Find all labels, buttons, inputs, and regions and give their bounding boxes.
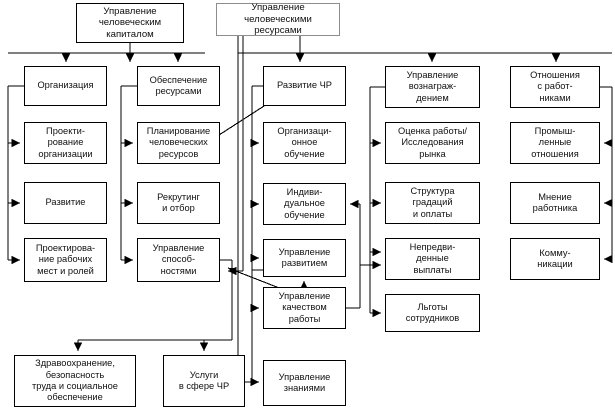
node-razvitie-chr: Развитие ЧР	[263, 66, 346, 106]
node-label: Развитие ЧР	[277, 80, 332, 91]
node-label: Планирование человеческих ресурсов	[146, 125, 211, 159]
node-label: Отношения с работ- никами	[530, 69, 580, 103]
node-proektirovanie-rabochih-mest: Проектирова- ние рабочих мест и ролей	[24, 238, 107, 282]
node-label: Индиви- дуальное обучение	[284, 186, 325, 220]
node-label: Управление вознаграж- дением	[406, 69, 459, 103]
node-kommunikacii: Комму- никации	[510, 238, 600, 280]
node-label: Промыш- ленные отношения	[531, 125, 579, 159]
node-label: Здравоохранение, безопасность труда и со…	[32, 358, 118, 403]
node-proektirovanie-organizacii: Проекти- рование организации	[24, 122, 107, 164]
node-individualnoe-obuchenie: Индиви- дуальное обучение	[263, 183, 346, 225]
node-label: Непредви- денные выплаты	[409, 241, 456, 275]
node-label: Обеспечение ресурсами	[149, 74, 208, 96]
node-struktura-gradacij: Структура градаций и оплаты	[385, 182, 480, 224]
node-organizacionnoe-obuchenie: Организаци- онное обучение	[263, 122, 346, 164]
node-label: Развитие	[45, 197, 86, 208]
node-upravlenie-voznagrazhdeniem: Управление вознаграж- дением	[385, 66, 480, 108]
node-label: Управление человеческим капиталом	[98, 5, 162, 40]
node-label: Оценка работы/ Исследования рынка	[398, 125, 467, 159]
node-zdravoohranenie: Здравоохранение, безопасность труда и со…	[14, 355, 136, 407]
node-label: Управление способ- ностями	[152, 242, 205, 276]
node-label: Структура градаций и оплаты	[410, 185, 455, 219]
node-upravlenie-razvitiem: Управление развитием	[263, 239, 346, 277]
node-label: Управление качеством работы	[278, 290, 331, 324]
node-mnenie-rabotnika: Мнение работника	[510, 182, 600, 224]
node-rekruting-i-otbor: Рекрутинг и отбор	[137, 182, 220, 224]
node-label: Управление знаниями	[278, 371, 331, 393]
node-hrm: Управление человеческими ресурсами	[216, 2, 340, 37]
node-nepredvidennye-vyplaty: Непредви- денные выплаты	[385, 238, 480, 280]
node-hcm: Управление человеческим капиталом	[76, 3, 184, 43]
node-uslugi-v-sfere-chr: Услуги в сфере ЧР	[163, 355, 245, 407]
node-label: Организация	[37, 80, 94, 91]
node-upravlenie-kachestvom-raboty: Управление качеством работы	[263, 287, 346, 329]
node-planirovanie-chr: Планирование человеческих ресурсов	[137, 122, 220, 164]
node-lgoty-sotrudnikov: Льготы сотрудников	[385, 294, 480, 332]
node-label: Комму- никации	[537, 247, 573, 269]
node-label: Управление развитием	[278, 246, 331, 268]
node-label: Рекрутинг и отбор	[157, 191, 200, 213]
node-label: Проектирова- ние рабочих мест и ролей	[35, 242, 96, 276]
node-label: Мнение работника	[532, 191, 578, 213]
node-promyshlennye-otnosheniya: Промыш- ленные отношения	[510, 122, 600, 164]
node-label: Управление человеческими ресурсами	[244, 2, 312, 37]
node-obespechenie-resursami: Обеспечение ресурсами	[137, 66, 220, 106]
node-upravlenie-sposobnostyami: Управление способ- ностями	[137, 238, 220, 282]
node-otnosheniya-s-rabotnikami: Отношения с работ- никами	[510, 66, 600, 108]
node-ocenka-raboty: Оценка работы/ Исследования рынка	[385, 122, 480, 164]
node-organizaciya: Организация	[24, 66, 107, 106]
node-label: Организаци- онное обучение	[277, 125, 332, 159]
node-label: Льготы сотрудников	[405, 301, 460, 323]
node-upravlenie-znaniyami: Управление знаниями	[263, 360, 346, 406]
node-label: Проекти- рование организации	[38, 125, 93, 159]
node-label: Услуги в сфере ЧР	[178, 369, 230, 391]
node-razvitie: Развитие	[24, 182, 107, 224]
